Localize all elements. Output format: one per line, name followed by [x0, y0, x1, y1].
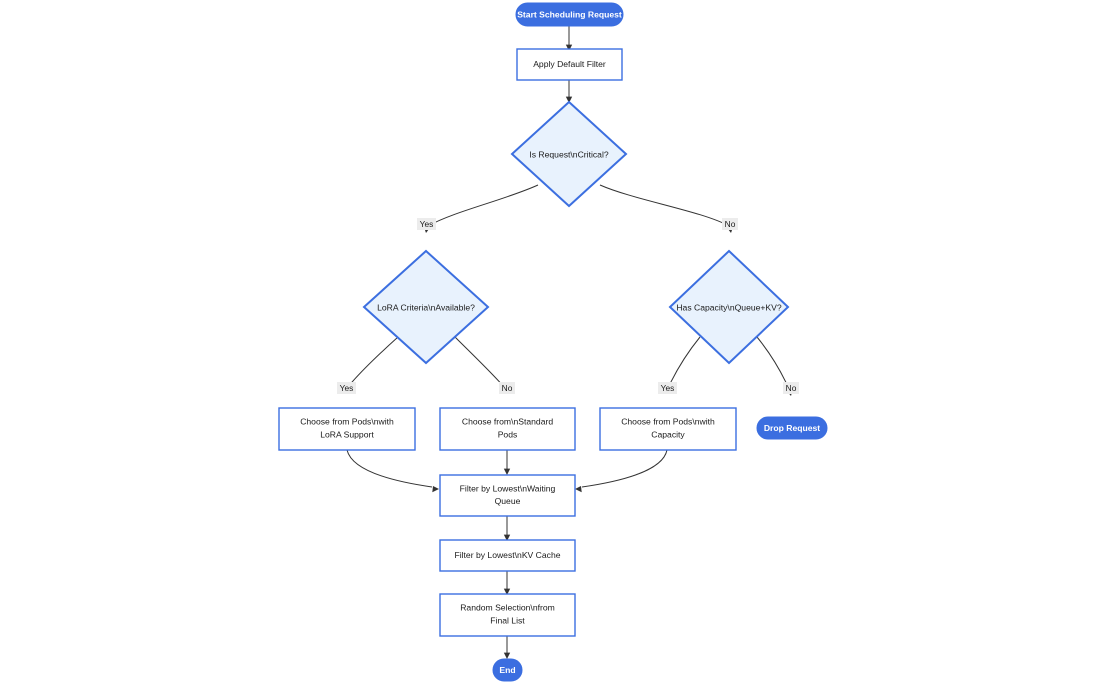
edge-label-bg-no-2 [499, 382, 515, 394]
node-start-shape[interactable] [515, 2, 624, 27]
edge-label-yes-capacity: Yes [661, 383, 675, 393]
node-filter-waiting-queue-label-line2: Queue [495, 496, 521, 506]
node-has-capacity-label: Has Capacity\nQueue+KV? [676, 302, 782, 312]
node-end-label: End [499, 665, 515, 675]
edge-capacity-to-drop: No [756, 336, 799, 396]
edge-kvcache-to-random [503, 571, 511, 595]
node-layer: Start Scheduling Request Apply Default F… [278, 2, 828, 682]
node-random-selection-label-line1: Random Selection\nfrom [460, 602, 555, 612]
node-drop-request[interactable]: Drop Request [756, 416, 828, 440]
node-choose-capacity-pods-shape[interactable] [599, 407, 737, 451]
node-random-selection-label-line2: Final List [490, 615, 525, 625]
edge-label-no-lora: No [502, 383, 513, 393]
edge-start-to-default [565, 26, 573, 51]
node-choose-lora-pods-label-line1: Choose from Pods\nwith [300, 416, 394, 426]
edge-layer: Yes No Yes No Yes [337, 26, 799, 659]
edge-lorapods-to-waitqueue [346, 449, 439, 493]
edge-label-yes-lora: Yes [340, 383, 354, 393]
edge-random-to-end [503, 636, 511, 659]
node-choose-standard-pods-shape[interactable] [439, 407, 576, 451]
node-choose-lora-pods-label-line2: LoRA Support [320, 429, 374, 439]
node-drop-request-shape[interactable] [756, 416, 828, 440]
edge-label-bg-yes-3 [658, 382, 677, 394]
node-choose-capacity-pods-label-line2: Capacity [651, 429, 685, 439]
edge-default-to-critical [565, 80, 573, 103]
edge-label-yes-critical: Yes [420, 219, 434, 229]
edge-critical-to-capacity: No [599, 184, 738, 233]
edge-label-bg-yes-1 [417, 218, 436, 230]
node-is-request-critical-label: Is Request\nCritical? [529, 149, 609, 159]
node-random-selection-shape[interactable] [439, 593, 576, 637]
node-choose-standard-pods-label-line2: Pods [498, 429, 518, 439]
node-choose-capacity-pods[interactable]: Choose from Pods\nwith Capacity [599, 407, 737, 451]
edge-label-no-critical: No [725, 219, 736, 229]
node-choose-capacity-pods-label-line1: Choose from Pods\nwith [621, 416, 715, 426]
edge-label-no-capacity: No [786, 383, 797, 393]
node-filter-waiting-queue-label-line1: Filter by Lowest\nWaiting [460, 483, 556, 493]
node-apply-default-filter-shape[interactable] [516, 48, 623, 81]
edge-critical-to-lora: Yes [417, 184, 539, 233]
node-start[interactable]: Start Scheduling Request [515, 2, 624, 27]
node-lora-criteria-available[interactable]: LoRA Criteria\nAvailable? [362, 249, 490, 365]
edge-label-bg-no-1 [722, 218, 738, 230]
node-lora-criteria-available-label: LoRA Criteria\nAvailable? [377, 302, 475, 312]
edge-cappods-to-waitqueue [575, 449, 668, 493]
edge-label-bg-no-3 [783, 382, 799, 394]
node-end[interactable]: End [492, 658, 523, 682]
edge-stdpods-to-waitqueue [503, 450, 511, 475]
node-choose-lora-pods[interactable]: Choose from Pods\nwith LoRA Support [278, 407, 416, 451]
node-filter-kv-cache-label: Filter by Lowest\nKV Cache [454, 550, 560, 560]
node-has-capacity-shape[interactable] [668, 249, 790, 365]
node-is-request-critical-shape[interactable] [510, 100, 628, 208]
node-has-capacity[interactable]: Has Capacity\nQueue+KV? [668, 249, 790, 365]
node-start-label: Start Scheduling Request [517, 9, 622, 19]
node-drop-request-label: Drop Request [764, 423, 820, 433]
node-filter-waiting-queue[interactable]: Filter by Lowest\nWaiting Queue [439, 474, 576, 517]
node-choose-standard-pods[interactable]: Choose from\nStandard Pods [439, 407, 576, 451]
node-filter-waiting-queue-shape[interactable] [439, 474, 576, 517]
node-filter-kv-cache[interactable]: Filter by Lowest\nKV Cache [439, 539, 576, 572]
edge-lora-to-lorapods: Yes [337, 336, 399, 394]
node-filter-kv-cache-shape[interactable] [439, 539, 576, 572]
node-end-shape[interactable] [492, 658, 523, 682]
edge-waitqueue-to-kvcache [503, 516, 511, 541]
edge-label-bg-yes-2 [337, 382, 356, 394]
node-random-selection[interactable]: Random Selection\nfrom Final List [439, 593, 576, 637]
edge-lora-to-stdpods: No [454, 336, 515, 394]
node-apply-default-filter-label: Apply Default Filter [533, 59, 606, 69]
edge-capacity-to-cappods: Yes [658, 336, 701, 394]
node-lora-criteria-available-shape[interactable] [362, 249, 490, 365]
node-choose-standard-pods-label-line1: Choose from\nStandard [462, 416, 553, 426]
node-is-request-critical[interactable]: Is Request\nCritical? [510, 100, 628, 208]
node-choose-lora-pods-shape[interactable] [278, 407, 416, 451]
node-apply-default-filter[interactable]: Apply Default Filter [516, 48, 623, 81]
